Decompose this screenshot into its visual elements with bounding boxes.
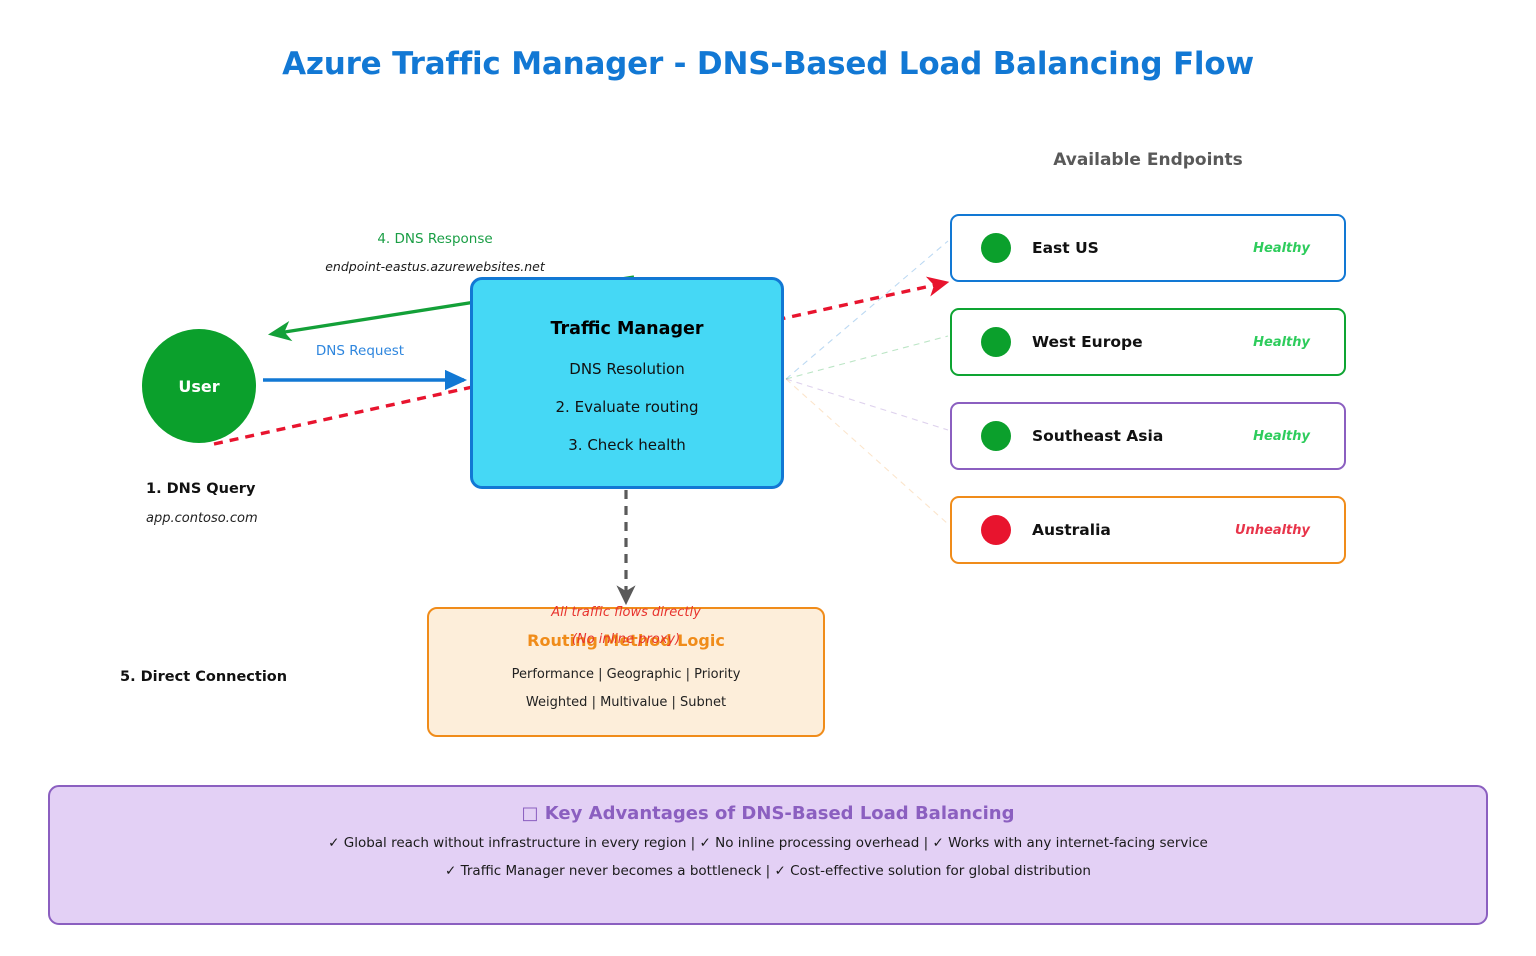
traffic-manager-line-2: 2. Evaluate routing: [555, 398, 699, 416]
endpoint-card-east-us[interactable]: East US Healthy: [950, 214, 1346, 282]
label-endpoint-fqdn: endpoint-eastus.azurewebsites.net: [325, 259, 545, 274]
endpoint-name: East US: [1032, 239, 1099, 257]
endpoint-status-badge: Healthy: [1253, 428, 1310, 444]
advantages-title-text: Key Advantages of DNS-Based Load Balanci…: [544, 803, 1015, 824]
probe-line-west-europe: [785, 335, 949, 380]
page-title: Azure Traffic Manager - DNS-Based Load B…: [282, 46, 1254, 82]
traffic-manager-line-1: DNS Resolution: [569, 360, 685, 378]
status-dot-unhealthy-icon: [981, 515, 1011, 545]
endpoint-card-australia[interactable]: Australia Unhealthy: [950, 496, 1346, 564]
advantages-banner: [48, 785, 1488, 925]
advantages-title: □ Key Advantages of DNS-Based Load Balan…: [48, 803, 1488, 824]
endpoint-name: Southeast Asia: [1032, 427, 1164, 445]
user-node[interactable]: User: [142, 329, 256, 443]
user-node-label: User: [178, 376, 220, 396]
endpoint-status-badge: Healthy: [1253, 240, 1310, 256]
label-dns-response: 4. DNS Response: [377, 231, 493, 247]
endpoint-card-southeast-asia[interactable]: Southeast Asia Healthy: [950, 402, 1346, 470]
routing-methods-row-1: Performance | Geographic | Priority: [511, 667, 741, 682]
probe-line-southeast-asia: [785, 378, 949, 431]
endpoint-status-badge: Unhealthy: [1234, 522, 1310, 538]
advantages-line-2: ✓ Traffic Manager never becomes a bottle…: [445, 863, 1091, 879]
endpoints-heading: Available Endpoints: [1053, 150, 1243, 170]
traffic-manager-line-3: 3. Check health: [568, 436, 686, 454]
routing-method-title: Routing Method Logic: [527, 631, 725, 650]
probe-line-australia: [785, 378, 949, 525]
endpoint-card-west-europe[interactable]: West Europe Healthy: [950, 308, 1346, 376]
traffic-manager-title: Traffic Manager: [550, 319, 704, 339]
status-dot-healthy-icon: [981, 233, 1011, 263]
routing-overlay-note-2: (No inline proxy): [571, 632, 681, 647]
step-label-dns-query: 1. DNS Query: [146, 481, 256, 497]
query-domain-text: app.contoso.com: [146, 511, 258, 526]
endpoint-name: West Europe: [1032, 333, 1143, 351]
probe-line-east-us: [785, 240, 949, 380]
traffic-manager-node[interactable]: [470, 277, 784, 489]
step-label-direct-connection: 5. Direct Connection: [120, 669, 288, 685]
endpoint-name: Australia: [1032, 521, 1111, 539]
routing-method-box: [427, 607, 825, 737]
advantages-line-1: ✓ Global reach without infrastructure in…: [328, 835, 1208, 851]
status-dot-healthy-icon: [981, 421, 1011, 451]
routing-methods-row-2: Weighted | Multivalue | Subnet: [525, 695, 727, 710]
endpoint-status-badge: Healthy: [1253, 334, 1310, 350]
status-dot-healthy-icon: [981, 327, 1011, 357]
routing-overlay-note-1: All traffic flows directly: [551, 605, 701, 620]
label-dns-request: DNS Request: [315, 343, 405, 359]
advantages-bullet-icon: □: [521, 803, 539, 824]
